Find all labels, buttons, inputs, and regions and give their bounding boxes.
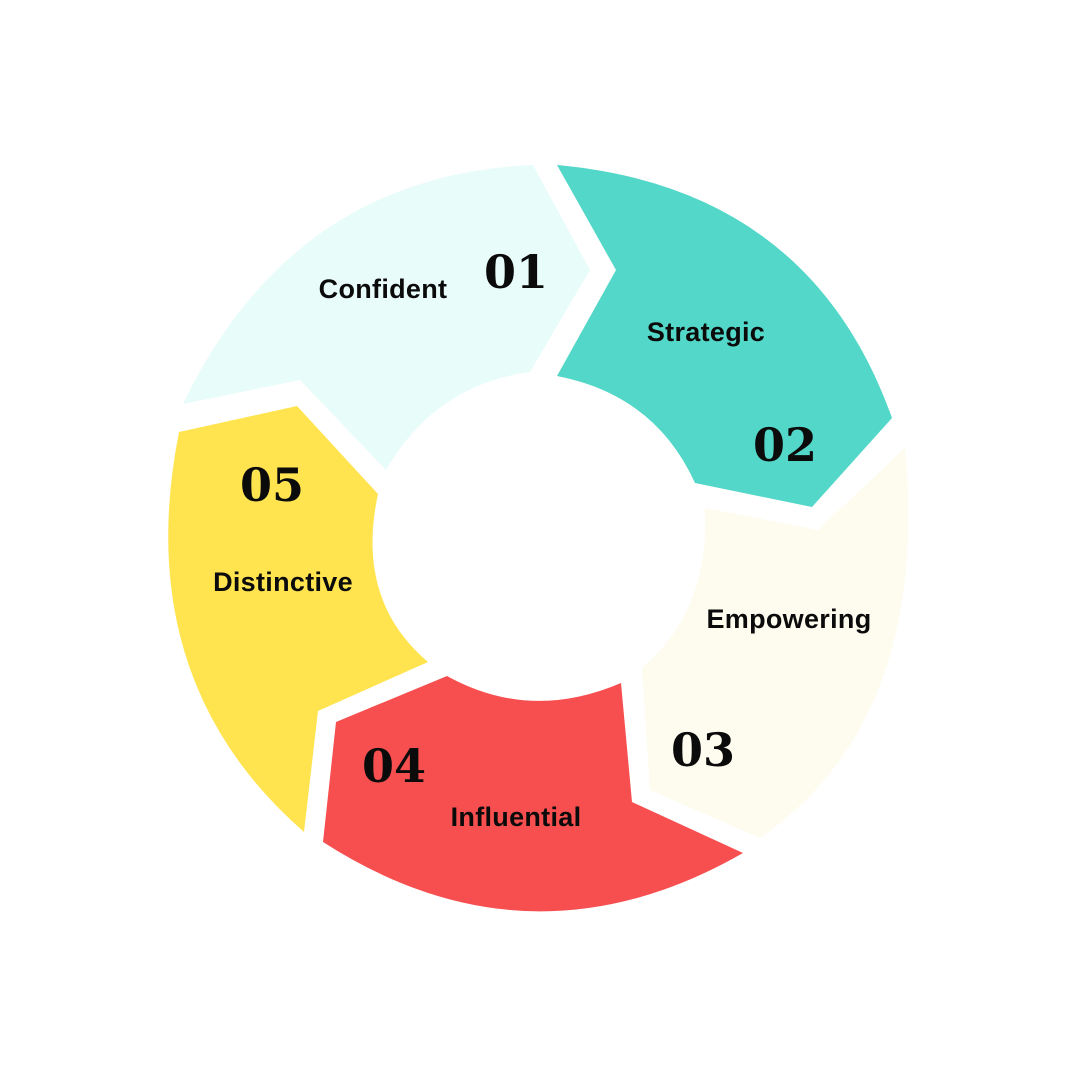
segment-01-label: Confident [319, 274, 448, 304]
segment-04: Influential 04 [323, 676, 743, 912]
segment-02-label: Strategic [647, 317, 765, 347]
segment-03: Empowering 03 [642, 448, 909, 838]
segment-01: Confident 01 [183, 165, 590, 470]
segment-03-label: Empowering [706, 604, 871, 634]
segment-05-number: 05 [240, 458, 304, 512]
segment-01-shape [183, 165, 590, 470]
segment-03-shape [642, 448, 909, 838]
segment-04-shape [323, 676, 743, 912]
segment-05-label: Distinctive [213, 567, 353, 597]
segment-03-number: 03 [671, 723, 735, 777]
segment-05-shape [168, 406, 428, 832]
segment-04-number: 04 [362, 739, 426, 793]
segment-02: Strategic 02 [557, 165, 892, 507]
segment-01-number: 01 [484, 245, 548, 299]
segment-02-number: 02 [753, 418, 817, 472]
segment-05: Distinctive 05 [168, 406, 428, 832]
segment-04-label: Influential [451, 802, 582, 832]
segment-02-shape [557, 165, 892, 507]
